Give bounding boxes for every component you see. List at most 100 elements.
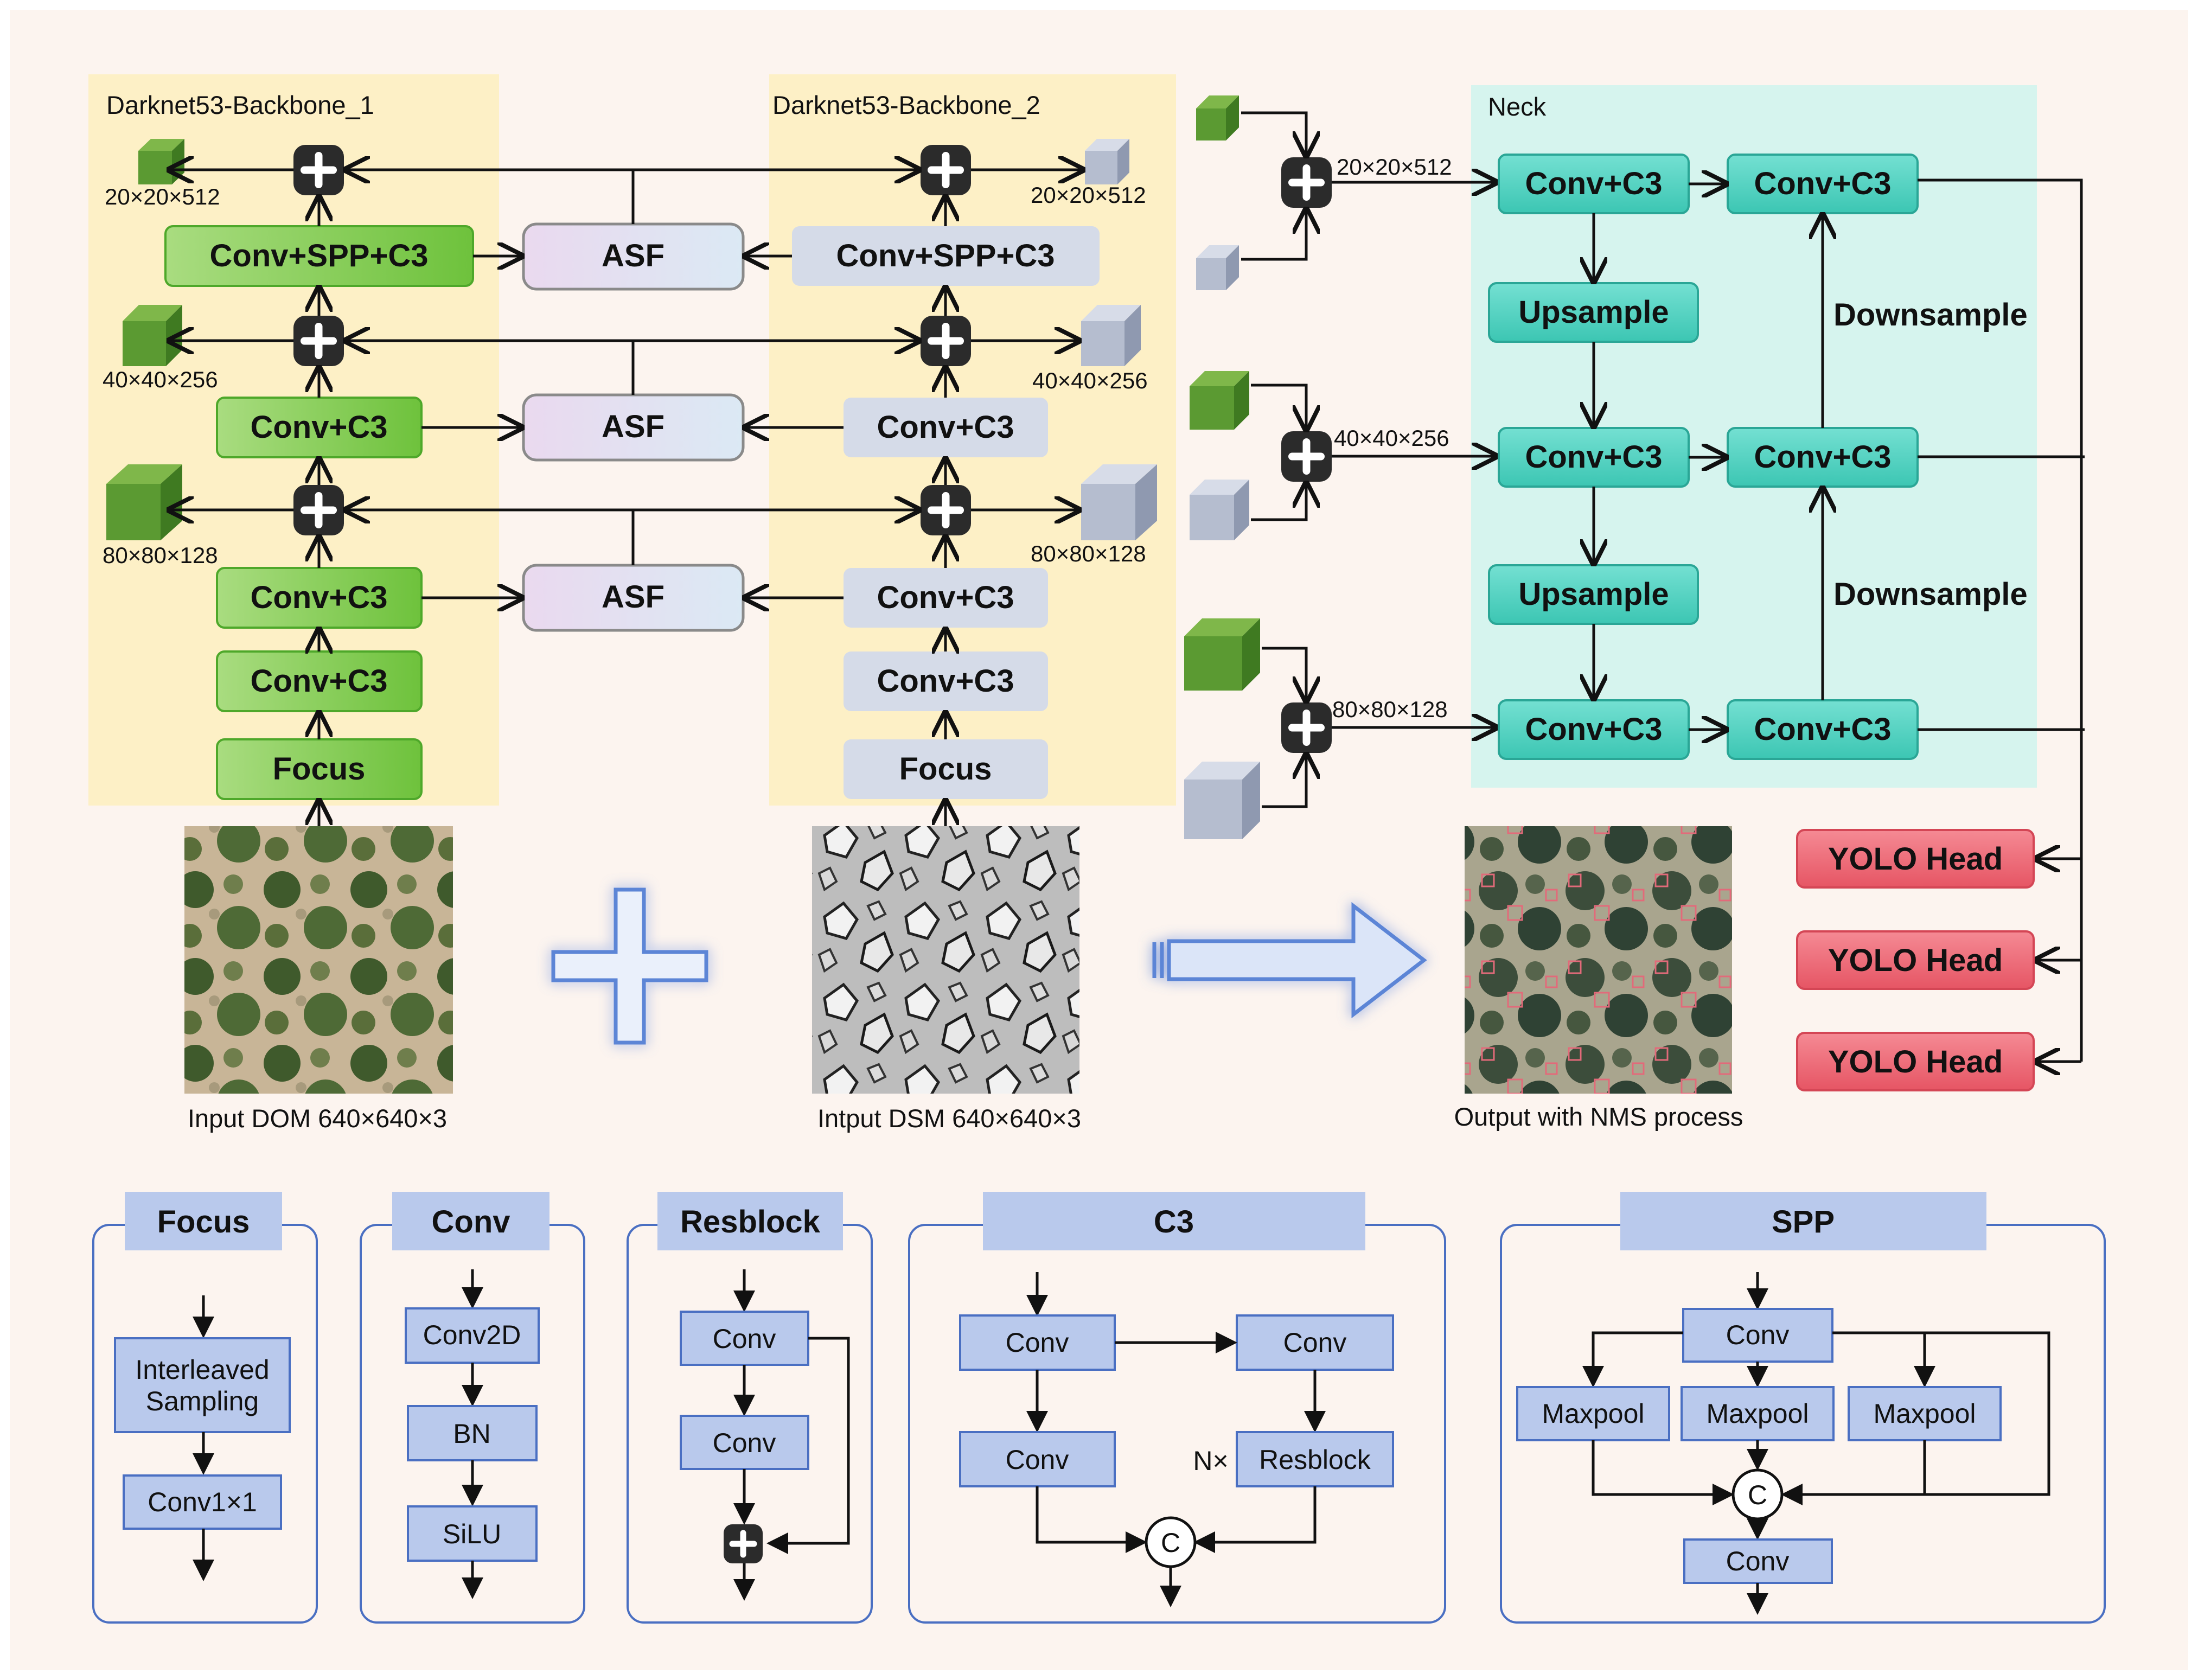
svg-text:Conv+C3: Conv+C3: [877, 410, 1014, 445]
b2-add-node-40: [921, 316, 971, 366]
svg-text:Conv: Conv: [1726, 1546, 1790, 1576]
asf-block-2: ASF: [522, 393, 745, 462]
svg-text:Focus: Focus: [899, 751, 992, 787]
b1-conv-c3-c: Conv+C3: [216, 650, 423, 712]
b2-feature-cube-40: [1081, 305, 1141, 366]
svg-text:Resblock: Resblock: [680, 1204, 821, 1240]
fusion-size-80: 80×80×128: [1332, 697, 1448, 722]
neck-conv-c3-r1: Conv+C3: [1727, 154, 1919, 214]
b1-size-20: 20×20×512: [105, 184, 220, 209]
neck-conv-c3-r2: Conv+C3: [1727, 427, 1919, 488]
svg-text:ASF: ASF: [602, 579, 664, 615]
svg-text:Upsample: Upsample: [1518, 295, 1669, 330]
neck-conv-c3-l3: Conv+C3: [1498, 699, 1690, 760]
neck-title: Neck: [1488, 92, 1547, 121]
svg-text:YOLO Head: YOLO Head: [1828, 841, 2003, 877]
neck-conv-c3-l1: Conv+C3: [1498, 154, 1690, 214]
svg-text:Conv: Conv: [713, 1428, 776, 1458]
svg-text:Conv+C3: Conv+C3: [1525, 166, 1662, 201]
b1-size-80: 80×80×128: [103, 542, 218, 568]
svg-text:Sampling: Sampling: [146, 1386, 259, 1416]
svg-text:Conv2D: Conv2D: [423, 1320, 521, 1350]
fusion-add-node-80: [1281, 702, 1332, 753]
neck-conv-c3-r3: Conv+C3: [1727, 699, 1919, 760]
neck-conv-c3-l2: Conv+C3: [1498, 427, 1690, 488]
b2-conv-c3-a: Conv+C3: [844, 398, 1048, 457]
b1-focus: Focus: [216, 738, 423, 800]
fusion-add-node-20: [1281, 157, 1332, 208]
b1-feature-cube-20: [138, 139, 184, 184]
legend-conv: Conv Conv2D BN SiLU: [360, 1192, 585, 1624]
b2-conv-c3-c: Conv+C3: [844, 651, 1048, 711]
yolo-head-3: YOLO Head: [1796, 1032, 2035, 1091]
svg-text:Conv: Conv: [1006, 1445, 1069, 1475]
svg-text:Interleaved: Interleaved: [135, 1355, 269, 1385]
b1-conv-c3-a: Conv+C3: [216, 397, 423, 458]
input-dom-image: [184, 826, 453, 1094]
svg-text:Conv+C3: Conv+C3: [250, 410, 387, 445]
svg-text:Focus: Focus: [273, 751, 366, 787]
b2-add-node-80: [921, 485, 971, 535]
fusion-green-cube-40: [1190, 371, 1249, 430]
svg-text:Maxpool: Maxpool: [1542, 1398, 1645, 1429]
fusion-grey-cube-40: [1190, 480, 1249, 540]
fusion-size-40: 40×40×256: [1334, 425, 1449, 451]
svg-text:Conv+C3: Conv+C3: [1754, 439, 1891, 475]
svg-text:Conv: Conv: [432, 1204, 510, 1240]
legend-c3: C3 Conv Conv Conv N× Resblock C: [908, 1192, 1446, 1624]
svg-text:Maxpool: Maxpool: [1874, 1398, 1976, 1429]
svg-text:C: C: [1161, 1528, 1180, 1558]
svg-text:C3: C3: [1154, 1204, 1194, 1240]
svg-text:BN: BN: [453, 1419, 490, 1449]
svg-text:Conv+C3: Conv+C3: [1754, 712, 1891, 747]
svg-text:Maxpool: Maxpool: [1707, 1398, 1809, 1429]
svg-text:Conv+C3: Conv+C3: [877, 580, 1014, 615]
output-caption: Output with NMS process: [1454, 1102, 1743, 1131]
input-dsm-caption: Intput DSM 640×640×3: [817, 1104, 1081, 1133]
b2-feature-cube-20: [1085, 139, 1129, 184]
fusion-add-node-40: [1281, 431, 1332, 482]
b2-focus: Focus: [844, 739, 1048, 799]
svg-text:YOLO Head: YOLO Head: [1828, 943, 2003, 978]
fusion-size-20: 20×20×512: [1337, 154, 1452, 180]
b1-add-node-20: [293, 145, 344, 195]
svg-text:Conv+SPP+C3: Conv+SPP+C3: [210, 238, 429, 273]
legend-spp: SPP Conv Maxpool Maxpool Maxpool C Conv: [1500, 1192, 2106, 1624]
svg-text:Conv+C3: Conv+C3: [877, 663, 1014, 699]
svg-text:Conv: Conv: [713, 1324, 776, 1354]
b1-add-node-40: [293, 316, 344, 366]
svg-text:Conv+C3: Conv+C3: [1525, 439, 1662, 475]
legend-resblock: Resblock Conv Conv: [627, 1192, 873, 1624]
b2-conv-spp-c3: Conv+SPP+C3: [792, 226, 1100, 286]
legend-focus: Focus Interleaved Sampling Conv1×1: [92, 1192, 318, 1624]
b2-feature-cube-80: [1081, 464, 1157, 540]
svg-text:YOLO Head: YOLO Head: [1828, 1044, 2003, 1079]
svg-text:Conv1×1: Conv1×1: [148, 1487, 257, 1517]
output-detection-image: [1465, 826, 1732, 1094]
svg-text:N×: N×: [1193, 1446, 1228, 1476]
svg-text:SPP: SPP: [1772, 1204, 1835, 1240]
neck-upsample-1: Upsample: [1488, 282, 1699, 343]
svg-text:Conv: Conv: [1283, 1327, 1347, 1358]
b1-feature-cube-40: [123, 305, 182, 366]
b1-size-40: 40×40×256: [103, 367, 218, 392]
svg-text:Conv+C3: Conv+C3: [1525, 712, 1662, 747]
svg-text:Upsample: Upsample: [1518, 577, 1669, 612]
fusion-green-cube-80: [1184, 618, 1260, 691]
b1-conv-c3-b: Conv+C3: [216, 567, 423, 629]
b2-size-80: 80×80×128: [1031, 541, 1146, 566]
svg-text:Resblock: Resblock: [1259, 1445, 1371, 1475]
svg-text:ASF: ASF: [602, 409, 664, 444]
backbone-edges: [169, 170, 1083, 830]
svg-text:C: C: [1748, 1480, 1767, 1510]
svg-text:Conv+C3: Conv+C3: [250, 663, 387, 699]
svg-text:Conv: Conv: [1006, 1327, 1069, 1358]
input-dsm-image: [812, 826, 1079, 1094]
backbone-2-title: Darknet53-Backbone_2: [772, 91, 1040, 119]
input-dom-caption: Input DOM 640×640×3: [188, 1104, 447, 1133]
b2-conv-c3-b: Conv+C3: [844, 568, 1048, 628]
b2-add-node-20: [921, 145, 971, 195]
process-arrow-icon: [1152, 902, 1427, 1019]
fusion-green-cube-20: [1196, 95, 1239, 140]
